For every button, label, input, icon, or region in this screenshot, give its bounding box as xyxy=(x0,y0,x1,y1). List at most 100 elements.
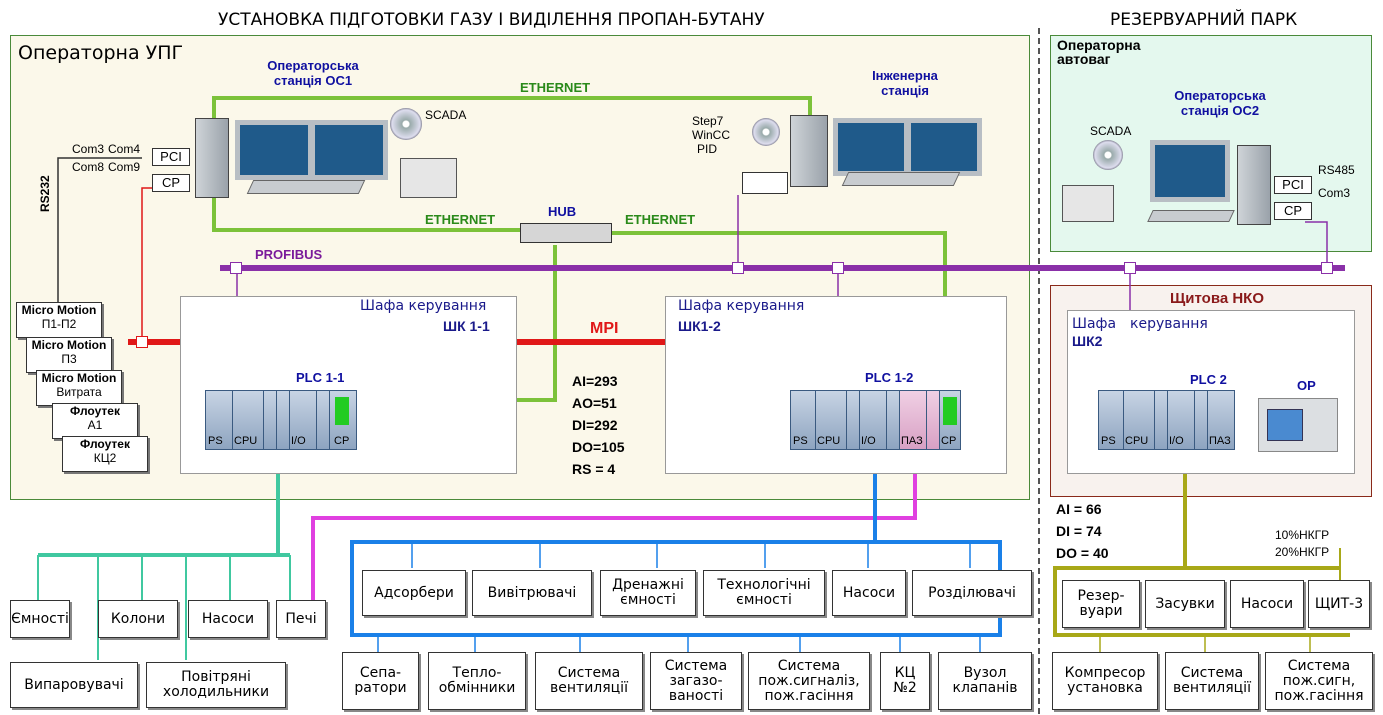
plc2-label: PLC 2 xyxy=(1190,372,1227,387)
os2-tower-icon xyxy=(1237,145,1271,225)
cabinet-shk2-label-b: керування xyxy=(1130,316,1208,332)
plc11-label: PLC 1-1 xyxy=(296,370,345,385)
os1-label: Операторська станція ОС1 xyxy=(267,58,359,88)
ethernet-label-right: ETHERNET xyxy=(625,212,696,227)
center-io-bus xyxy=(350,455,1002,637)
rs232-label: RS232 xyxy=(38,175,52,212)
io-counts-tank: AI = 66 DI = 74 DO = 40 xyxy=(1056,501,1109,561)
os2-cp-card: CP xyxy=(1274,202,1312,220)
equip-kompresor: Компресор установка xyxy=(1052,652,1158,710)
wincc-label: WinCC xyxy=(692,128,730,142)
equip-nasosy-center: Насоси xyxy=(832,570,906,616)
profibus-node xyxy=(1321,262,1333,274)
alarm-20: 20%НКГР xyxy=(1275,545,1330,559)
equip-ventyliatsii: Система вентиляції xyxy=(535,652,643,710)
equip-pechi: Печі xyxy=(276,600,326,638)
equip-shchyt3: ЩИТ-3 xyxy=(1308,580,1370,628)
equip-kc2: КЦ №2 xyxy=(880,652,930,710)
upg-room-title: Операторна УПГ xyxy=(18,42,184,64)
port-com4: Com4 xyxy=(108,142,141,156)
eng-monitor-2-icon xyxy=(906,118,982,176)
os2-printer-icon xyxy=(1062,185,1114,222)
os2-disc-icon xyxy=(1093,140,1123,170)
step7-label: Step7 xyxy=(692,114,724,128)
op-label: OP xyxy=(1297,378,1316,393)
profibus-node xyxy=(1124,262,1136,274)
equip-separatory: Сепа-ратори xyxy=(342,652,419,710)
plc12-label: PLC 1-2 xyxy=(865,370,914,385)
pid-label: PID xyxy=(697,142,718,156)
os1-pci-card: PCI xyxy=(152,148,190,166)
equip-nasosy-right: Насоси xyxy=(1230,580,1304,628)
equip-povitriani: Повітряні холодильники xyxy=(146,662,286,708)
profibus-node xyxy=(732,262,744,274)
plc11-rack: PS CPU I/O CP xyxy=(205,390,357,450)
ethernet-label-top: ETHERNET xyxy=(520,80,591,95)
eng-keyboard-icon xyxy=(841,172,961,186)
io-counts-main: AI=293 AO=51 DI=292 DO=105 RS = 4 xyxy=(572,373,625,477)
scada-label-os1: SCADA xyxy=(425,108,467,122)
port-rs485: RS485 xyxy=(1318,163,1355,177)
os2-pci-card: PCI xyxy=(1274,176,1312,194)
cabinet-shk2-id: ШК2 xyxy=(1072,333,1103,349)
equip-ventyliatsii-right: Система вентиляції xyxy=(1165,652,1259,710)
eng-tower-icon xyxy=(790,115,828,187)
profibus-label: PROFIBUS xyxy=(255,247,323,262)
main-title: УСТАНОВКА ПІДГОТОВКИ ГАЗУ І ВИДІЛЕННЯ ПР… xyxy=(218,10,765,30)
equip-vyvitriuvachi: Вивітрювачі xyxy=(472,570,592,616)
equip-rezervuary: Резер-вуари xyxy=(1062,580,1140,628)
os1-cp-card: CP xyxy=(152,174,190,192)
equip-zasuvky: Засувки xyxy=(1145,580,1225,628)
nko-room-title: Щитова НКО xyxy=(1170,290,1265,307)
plc12-rack: PS CPU I/O ПАЗ CP xyxy=(790,390,961,450)
os1-monitor-1-icon xyxy=(235,120,313,180)
equip-vuzol-klapaniv: Вузол клапанів xyxy=(938,652,1032,710)
eng-label: Інженерна станція xyxy=(872,68,938,98)
ethernet-label-left: ETHERNET xyxy=(425,212,496,227)
equip-drenazhni: Дренажні ємності xyxy=(600,570,696,616)
port-com3: Com3 xyxy=(72,142,105,156)
cabinet-shk12-id: ШК1-2 xyxy=(678,318,721,334)
scale-room-title: Операторна автоваг xyxy=(1057,37,1141,67)
alarm-10: 10%НКГР xyxy=(1275,528,1330,542)
separator-dashed xyxy=(1038,28,1040,714)
mpi-label: MPI xyxy=(590,320,619,337)
ethernet-line-left xyxy=(212,195,520,232)
equip-adsorbery: Адсорбери xyxy=(362,570,466,616)
port-com3-os2: Com3 xyxy=(1318,186,1351,200)
equip-rozdiliuvachi: Розділювачі xyxy=(912,570,1032,616)
ethernet-line-top xyxy=(212,96,812,120)
profibus-node xyxy=(832,262,844,274)
hub-device xyxy=(520,223,612,243)
os1-keyboard-icon xyxy=(246,180,366,194)
equip-emnosti: Ємності xyxy=(10,600,70,638)
tank-park-title: РЕЗЕРВУАРНИЙ ПАРК xyxy=(1110,10,1298,30)
profibus-drop-os2 xyxy=(1305,221,1328,268)
equip-vyparovuvachi: Випаровувачі xyxy=(10,662,138,708)
equip-nasosy-left: Насоси xyxy=(188,600,268,638)
os2-keyboard-icon xyxy=(1147,210,1235,222)
hub-label: HUB xyxy=(548,204,577,219)
equip-teploobminnyky: Тепло-обмінники xyxy=(428,652,526,710)
cabinet-shk11-label: Шафа керування xyxy=(360,298,487,314)
plc2-rack: PS CPU I/O ПАЗ xyxy=(1098,390,1235,450)
profibus-node xyxy=(230,262,242,274)
cabinet-shk11-id: ШК 1-1 xyxy=(443,318,490,334)
equip-pozh-syhn-right: Система пож.сигн, пож.гасіння xyxy=(1265,652,1373,710)
cabinet-shk12-label: Шафа керування xyxy=(678,298,805,314)
equip-tekhnologichni: Технологічні ємності xyxy=(703,570,825,616)
os1-monitor-2-icon xyxy=(310,120,388,180)
eng-profibus-adapter xyxy=(742,172,788,194)
port-com8: Com8 xyxy=(72,160,105,174)
cabinet-shk2-label-a: Шафа xyxy=(1072,316,1117,332)
equip-kolony: Колони xyxy=(98,600,178,638)
op-panel-icon xyxy=(1258,398,1338,452)
os2-monitor-icon xyxy=(1150,140,1230,202)
os1-tower-icon xyxy=(195,118,229,198)
paz-bus xyxy=(311,455,917,600)
